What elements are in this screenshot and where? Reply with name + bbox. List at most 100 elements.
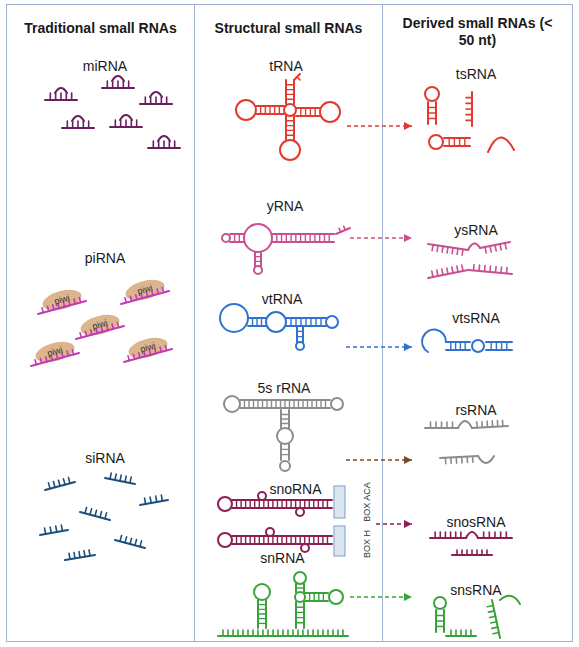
base-pairs xyxy=(258,605,266,624)
rna-strand xyxy=(218,635,348,637)
rna-strand xyxy=(260,252,262,266)
base-ticks xyxy=(432,245,463,255)
piwi-protein xyxy=(33,338,76,366)
rna-class: snoRNA xyxy=(215,481,376,561)
rna-strand xyxy=(468,270,512,274)
rna-strand xyxy=(446,349,470,351)
rna-bulge xyxy=(422,330,446,352)
rna-loop xyxy=(326,316,338,328)
piwi-protein xyxy=(126,334,169,362)
rna-strand xyxy=(232,507,332,509)
rna-strand xyxy=(303,602,305,628)
rna-strand xyxy=(105,478,135,484)
rna-strand xyxy=(248,325,266,327)
base-pairs xyxy=(310,593,324,601)
rna-loop xyxy=(277,428,293,444)
base-ticks xyxy=(115,120,136,127)
rna-strand xyxy=(288,410,290,428)
base-ticks xyxy=(485,243,506,253)
base-pairs xyxy=(436,616,444,627)
rna-strand xyxy=(272,233,334,235)
rna-loop xyxy=(429,135,443,149)
rna-name: vtsRNA xyxy=(412,310,540,326)
base-ticks xyxy=(457,550,487,555)
rna-loop xyxy=(425,87,439,101)
rna-bulge xyxy=(72,116,84,121)
rna-loop xyxy=(218,497,232,511)
rna-class: piRNA xyxy=(30,250,180,370)
rna-strand xyxy=(296,326,298,342)
rna-loop xyxy=(472,340,484,352)
rna-class: vtRNA xyxy=(218,291,346,359)
base-ticks xyxy=(431,422,453,428)
base-pairs xyxy=(297,331,303,336)
dashed-arrow xyxy=(346,346,412,348)
rna-strand xyxy=(443,610,445,632)
rna-class: tRNA xyxy=(225,58,347,164)
column-panel: Derived small RNAs (< 50 nt)tsRNAysRNAvt… xyxy=(382,4,573,642)
rna-strand xyxy=(45,99,77,101)
dashed-arrow xyxy=(346,459,412,461)
rna-strand xyxy=(471,92,473,126)
base-ticks xyxy=(435,532,461,538)
rna-strand xyxy=(296,107,320,109)
rna-class: siRNA xyxy=(30,450,180,570)
rna-loop xyxy=(220,304,248,332)
dashed-arrow xyxy=(347,125,412,127)
rna-strand xyxy=(293,116,295,140)
rna-strand xyxy=(444,137,470,139)
rna-loop xyxy=(236,100,256,120)
rna-strand xyxy=(280,444,282,460)
base-pairs xyxy=(296,587,304,588)
rna-bulge xyxy=(478,456,494,463)
base-ticks xyxy=(487,605,499,633)
rna-strand xyxy=(303,584,305,592)
base-ticks xyxy=(477,420,503,427)
rna-bulge xyxy=(468,243,480,250)
base-pairs xyxy=(449,138,465,146)
dashed-arrow xyxy=(350,237,412,239)
rna-name: miRNA xyxy=(30,58,180,74)
rna-strand xyxy=(336,228,350,234)
rna-strand xyxy=(110,126,142,128)
base-ticks xyxy=(35,350,74,365)
rna-name: 5s rRNA xyxy=(222,380,346,396)
base-ticks xyxy=(474,265,508,274)
rna-strand xyxy=(148,147,180,149)
base-ticks xyxy=(445,456,472,463)
rna-loop xyxy=(266,312,286,332)
rna-strand xyxy=(256,105,284,107)
rna-name: tRNA xyxy=(225,58,347,74)
rna-strand xyxy=(272,241,334,243)
base-ticks xyxy=(297,77,300,80)
rna-class: tsRNA xyxy=(412,66,540,160)
rna-strand xyxy=(425,427,458,429)
base-ticks xyxy=(120,536,142,547)
rna-strand xyxy=(240,399,330,401)
piwi-protein xyxy=(123,276,166,304)
rna-strand xyxy=(294,74,300,80)
box-motif xyxy=(334,526,345,556)
base-ticks xyxy=(466,98,472,121)
rna-strand xyxy=(446,635,476,637)
rna-strand xyxy=(124,349,172,362)
protein-label: piwi xyxy=(53,294,70,307)
rna-strand xyxy=(31,353,79,366)
base-pairs xyxy=(235,234,240,242)
rna-loop xyxy=(329,590,343,604)
base-ticks xyxy=(451,630,471,636)
rna-loop xyxy=(295,592,305,602)
rna-loop xyxy=(222,234,230,242)
base-ticks xyxy=(67,121,88,128)
rna-name: yRNA xyxy=(220,198,350,214)
rna-loop xyxy=(218,533,232,547)
column-panel: Structural small RNAstRNAyRNAvtRNA5s rRN… xyxy=(194,4,383,642)
protein-label: piwi xyxy=(91,319,108,332)
base-ticks xyxy=(145,495,163,504)
rna-bulge xyxy=(120,115,132,120)
rna-strand xyxy=(285,116,287,140)
rna-strand xyxy=(232,543,332,545)
base-ticks xyxy=(107,81,128,88)
rna-class: snosRNA xyxy=(412,514,540,564)
column-heading: Traditional small RNAs xyxy=(7,20,194,37)
